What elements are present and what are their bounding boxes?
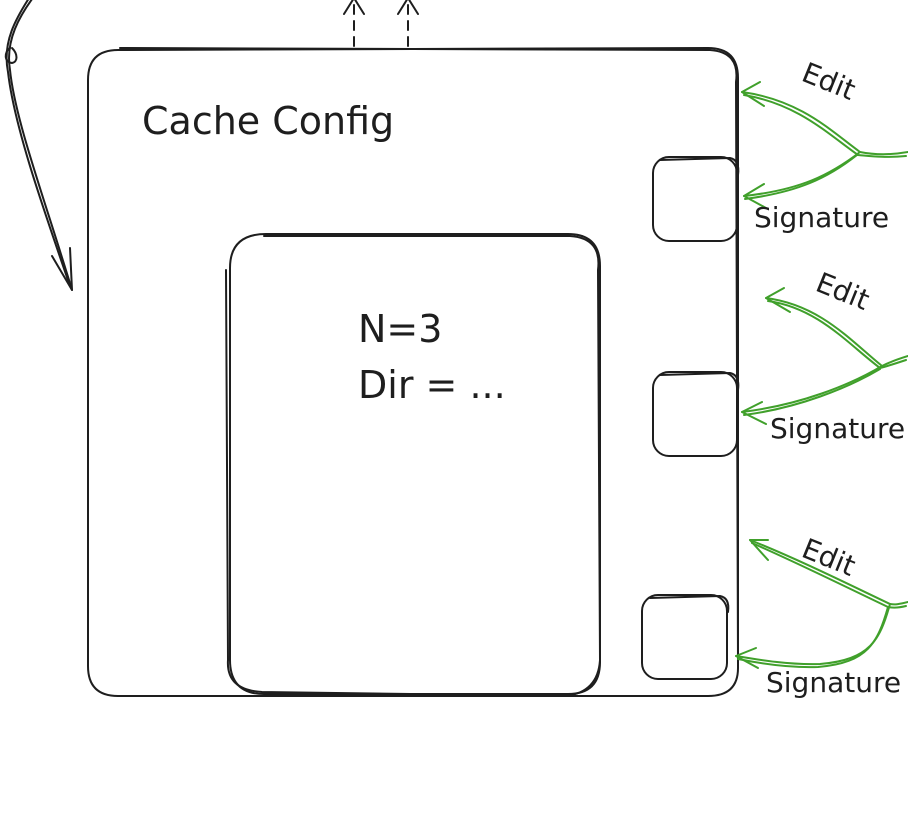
cache-config-box: Cache Config <box>87 47 739 697</box>
port-1: Edit Signature <box>652 56 908 242</box>
inner-box-line-1: N=3 <box>358 307 442 351</box>
port-3-connectors <box>735 539 908 669</box>
port-2-connectors <box>741 287 908 425</box>
cache-config-title: Cache Config <box>142 99 394 143</box>
port-2: Edit Signature <box>652 266 908 457</box>
port-1-connectors <box>741 81 908 209</box>
port-3-box <box>641 594 728 680</box>
incoming-arrow <box>4 0 73 291</box>
inner-box-line-2: Dir = ... <box>358 363 506 407</box>
port-1-edit-label: Edit <box>797 56 860 107</box>
port-3-signature-label: Signature <box>766 666 901 699</box>
port-2-box <box>652 371 738 457</box>
port-2-signature-label: Signature <box>770 412 905 445</box>
port-3: Edit Signature <box>641 532 908 699</box>
inner-config-box: N=3 Dir = ... <box>225 233 601 697</box>
port-1-signature-label: Signature <box>754 201 889 234</box>
port-1-box <box>652 156 738 242</box>
port-2-edit-label: Edit <box>811 266 874 317</box>
dashed-up-arrows <box>343 0 419 47</box>
